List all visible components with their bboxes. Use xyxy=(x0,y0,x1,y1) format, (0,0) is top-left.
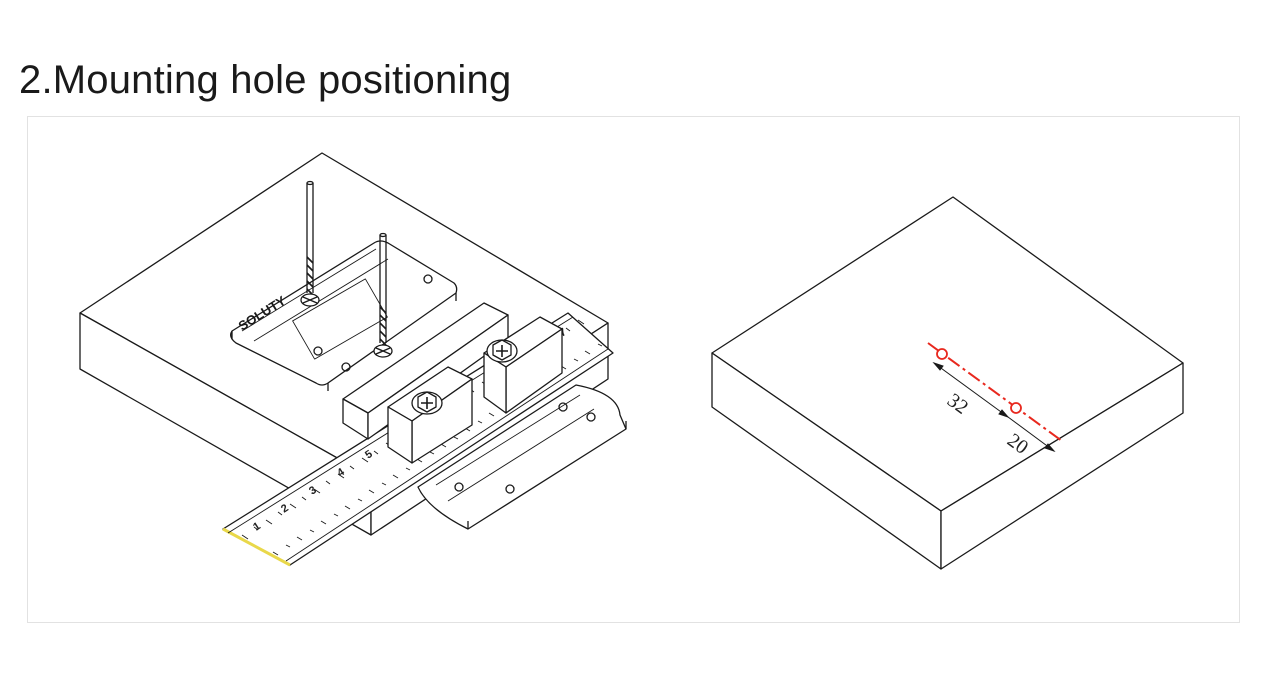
drill-bit-icon xyxy=(373,232,393,358)
illustration-panel: 1 2 3 4 5 6 7 SOLUTY xyxy=(27,116,1240,623)
hole-marker xyxy=(1010,402,1022,414)
board-block xyxy=(711,196,1184,570)
screw-icon xyxy=(411,391,443,415)
ruler-number: 1 xyxy=(251,520,263,533)
ruler-number: 2 xyxy=(279,502,291,515)
drill-bit-icon xyxy=(300,180,320,307)
jig-front-plate xyxy=(417,384,627,530)
jig-illustration: 1 2 3 4 5 6 7 SOLUTY xyxy=(79,152,627,567)
clamp-bar xyxy=(342,302,563,464)
hole-centerline xyxy=(927,342,1063,442)
ruler-number: 3 xyxy=(307,484,319,497)
page-title: 2.Mounting hole positioning xyxy=(19,58,512,102)
ruler-number: 7 xyxy=(557,326,569,339)
marked-board-illustration: 32 20 xyxy=(711,196,1184,570)
hole-marker xyxy=(936,348,948,360)
illustration-canvas: 1 2 3 4 5 6 7 SOLUTY xyxy=(79,152,1184,570)
dimension-lines xyxy=(932,361,1056,453)
ruler-number: 5 xyxy=(363,448,375,461)
screw-icon xyxy=(486,339,518,363)
